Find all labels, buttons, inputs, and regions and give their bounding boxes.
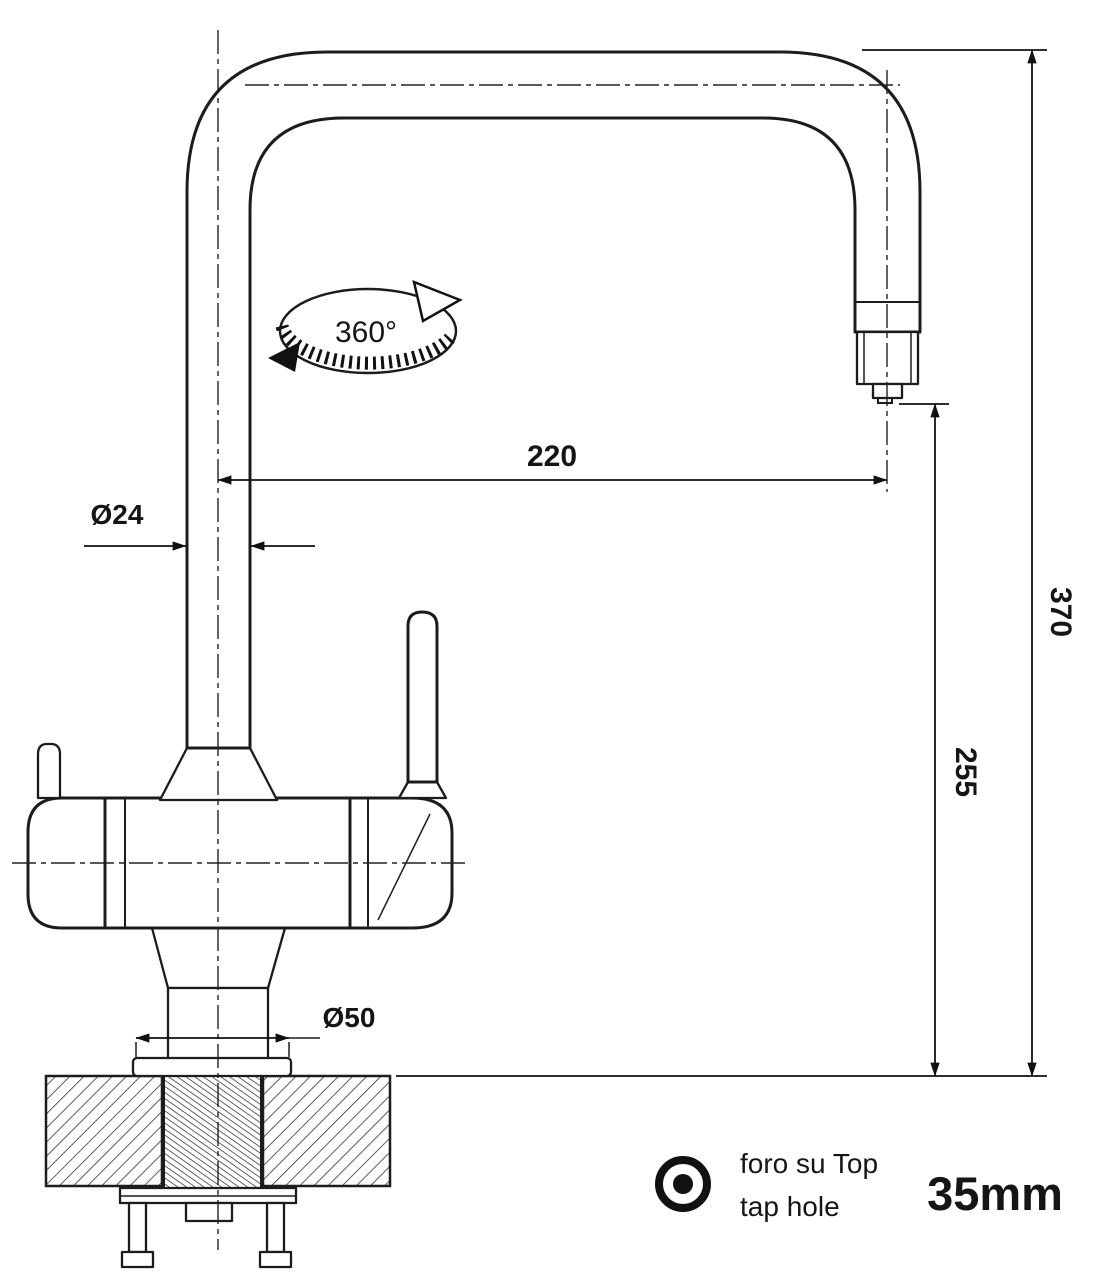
lever-joint-cone [397,780,448,800]
right-bolt-shaft [265,1201,286,1254]
right-bolt-head [258,1250,293,1269]
rotation-label: 360° [335,316,397,349]
legend-note-line1: foro su Top [740,1148,878,1179]
cap-diagonal-line [377,813,431,921]
dimension-base-diameter: Ø50 [135,1002,376,1057]
rotation-symbol: 360° [268,279,463,375]
dimension-outlet-height: 255 [899,403,982,1077]
left-knob [36,742,62,800]
aerator-nozzle [877,397,893,404]
rotation-ellipse [278,287,458,375]
mounting-spacer [184,1201,234,1223]
dimension-total-height: 370 [396,49,1077,1077]
outlet-height-label: 255 [949,747,982,797]
legend-note-line2: tap hole [740,1191,840,1222]
rotation-band [275,324,455,370]
lever-handle [406,610,439,784]
dimension-pipe-diameter: Ø24 [84,499,315,551]
centerlines [12,30,900,1250]
threaded-shank [163,1075,262,1189]
reach-dimension-label: 220 [527,440,577,473]
spout-pipe [185,50,922,750]
base-flange [131,1056,293,1078]
rotation-arrow-tail-icon [268,342,300,372]
base-diameter-label: Ø50 [323,1002,376,1033]
tap-hole-icon [655,1156,711,1212]
countertop-section [44,1074,392,1188]
mounting-hardware [118,1186,298,1269]
left-bolt-head [120,1250,155,1269]
tap-hole-legend: foro su Top tap hole 35mm [655,1148,1063,1222]
spout-u-pipe [185,50,922,750]
hole-size-label: 35mm [927,1167,1063,1220]
body-right-cap [348,796,454,930]
tap-hole-icon-dot [673,1174,693,1194]
pipe-diameter-label: Ø24 [91,499,144,530]
dimension-reach: 220 [217,440,888,485]
countertop-right-block [261,1074,392,1188]
left-bolt-shaft [127,1201,148,1254]
total-height-label: 370 [1044,587,1077,637]
countertop-left-block [44,1074,164,1188]
rotation-arrow-icon [412,279,463,323]
